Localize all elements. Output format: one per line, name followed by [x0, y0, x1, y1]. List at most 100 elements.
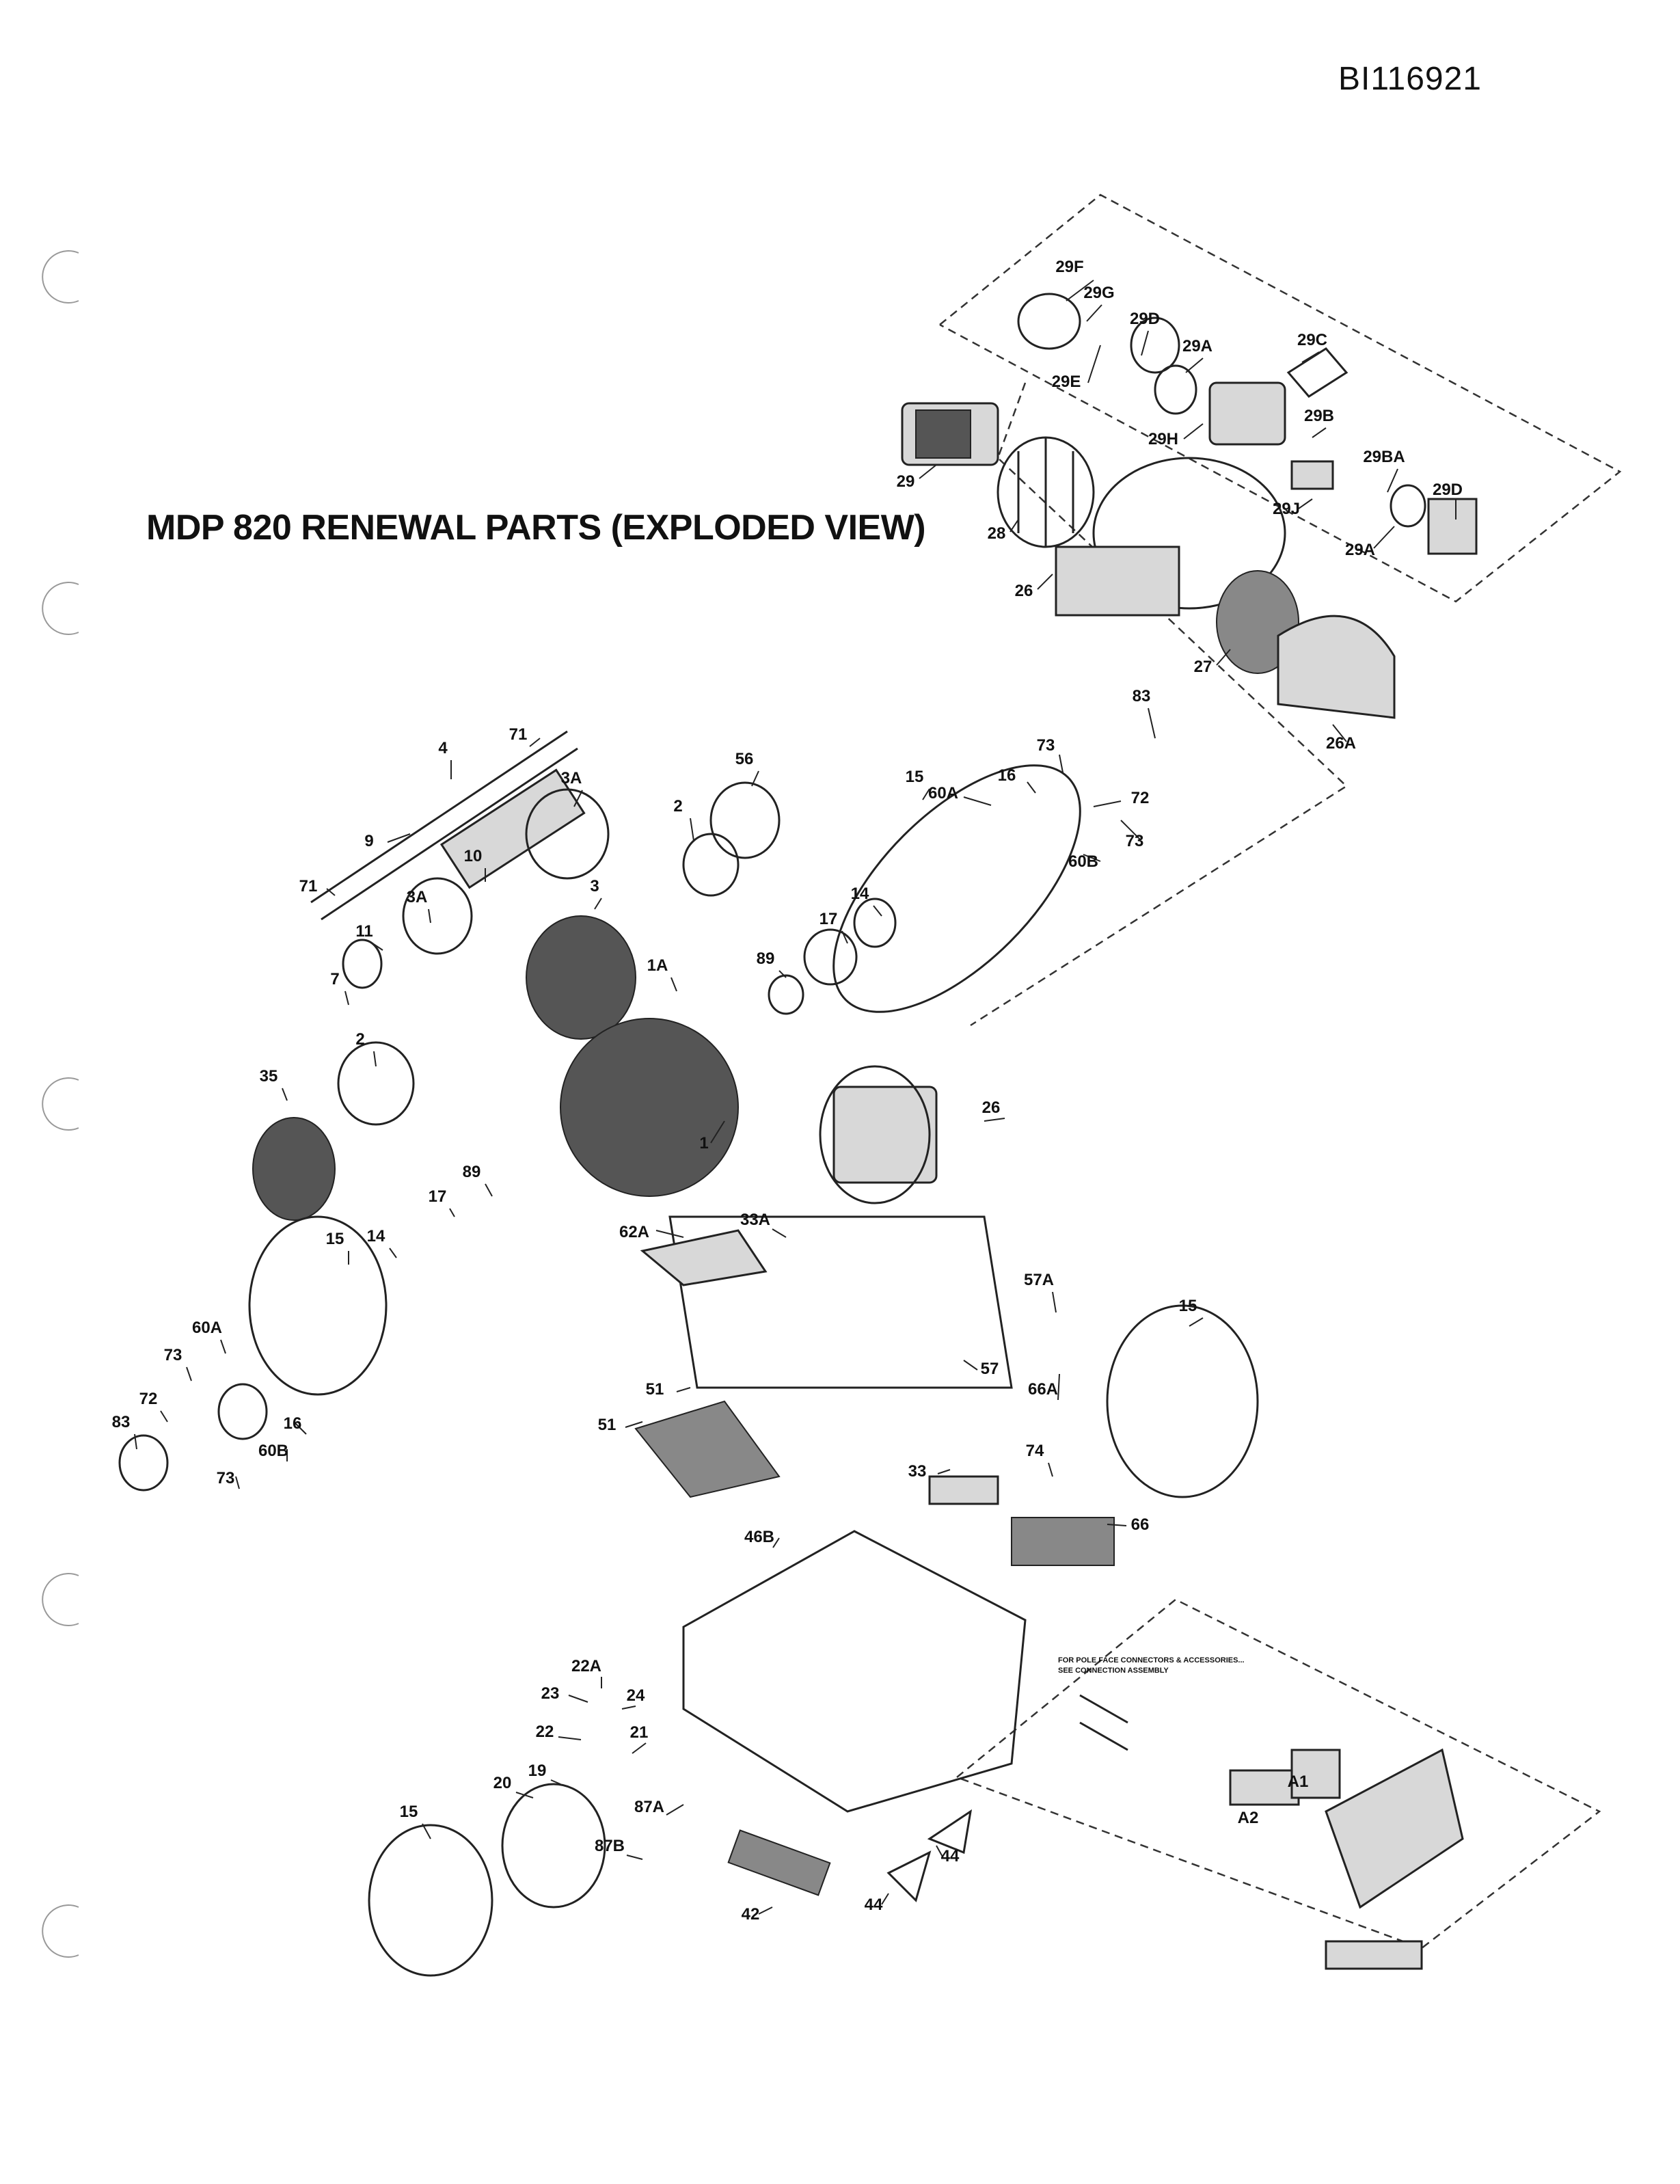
part-callout-74: 74	[1026, 1442, 1044, 1460]
callout-leader	[626, 1855, 643, 1860]
callout-leader	[1148, 707, 1156, 739]
part-callout-73: 73	[164, 1346, 182, 1364]
part-callout-15: 15	[326, 1230, 344, 1248]
part-callout-62a: 62A	[619, 1223, 649, 1241]
part-callout-73: 73	[1037, 736, 1055, 755]
callout-leader	[573, 790, 583, 807]
callout-leader	[758, 1906, 773, 1915]
callout-leader	[235, 1476, 240, 1489]
part-callout-44: 44	[865, 1896, 883, 1914]
part-callout-26a: 26A	[1326, 734, 1356, 753]
part-callout-44: 44	[941, 1847, 960, 1865]
part-callout-16: 16	[998, 766, 1016, 785]
document-id: BI116921	[1338, 61, 1482, 97]
frame-assembly	[118, 1065, 1259, 1977]
part-callout-51: 51	[598, 1416, 617, 1434]
part-callout-29a: 29A	[1182, 337, 1212, 355]
part-callout-29: 29	[897, 472, 915, 491]
part-callout-2: 2	[673, 797, 682, 815]
callout-leader	[186, 1366, 192, 1381]
part-callout-26: 26	[982, 1098, 1001, 1117]
callout-leader	[372, 943, 383, 951]
callout-leader	[1086, 304, 1102, 322]
part-callout-29ba: 29BA	[1363, 448, 1405, 466]
connection-note-line1: FOR POLE FACE CONNECTORS & ACCESSORIES..…	[1058, 1656, 1245, 1664]
callout-leader	[558, 1736, 582, 1740]
part-callout-73: 73	[1126, 832, 1144, 850]
callout-leader	[936, 1845, 944, 1859]
part-callout-3a: 3A	[561, 769, 582, 787]
part-callout-29h: 29H	[1148, 430, 1178, 448]
part-callout-23: 23	[541, 1684, 560, 1703]
page-title: MDP 820 RENEWAL PARTS (EXPLODED VIEW)	[146, 508, 926, 548]
part-callout-27: 27	[1194, 658, 1212, 676]
part-callout-17: 17	[429, 1187, 447, 1206]
part-callout-33: 33	[908, 1462, 927, 1481]
callout-leader	[160, 1410, 168, 1423]
part-callout-60b: 60B	[258, 1442, 288, 1460]
callout-leader	[1387, 468, 1398, 493]
callout-leader	[1066, 280, 1094, 301]
part-callout-46b: 46B	[744, 1528, 774, 1546]
part-callout-87a: 87A	[634, 1798, 664, 1816]
callout-leader	[134, 1433, 137, 1450]
part-callout-89: 89	[757, 949, 775, 968]
part-callout-15: 15	[1179, 1297, 1197, 1315]
part-callout-60a: 60A	[192, 1319, 222, 1337]
part-callout-24: 24	[627, 1686, 645, 1705]
callout-leader	[1301, 351, 1320, 363]
part-callout-66a: 66A	[1028, 1380, 1058, 1399]
part-callout-7: 7	[330, 970, 339, 988]
callout-leader	[1048, 1462, 1053, 1477]
part-callout-22a: 22A	[571, 1657, 601, 1675]
part-callout-66: 66	[1131, 1515, 1150, 1534]
callout-leader	[344, 990, 349, 1006]
part-callout-20: 20	[493, 1774, 512, 1792]
callout-leader	[881, 1893, 889, 1905]
part-callout-11: 11	[355, 922, 372, 941]
callout-leader	[690, 818, 694, 841]
callout-leader	[1057, 1373, 1060, 1401]
callout-leader	[422, 1823, 431, 1839]
part-callout-29j: 29J	[1273, 500, 1300, 518]
part-callout-4: 4	[438, 739, 448, 757]
callout-leader	[666, 1804, 684, 1816]
callout-leader	[676, 1387, 691, 1392]
blower-assembly	[901, 293, 1478, 719]
callout-leader	[655, 1230, 684, 1238]
part-callout-57: 57	[981, 1360, 999, 1378]
part-callout-29e: 29E	[1052, 373, 1081, 391]
callout-leader	[632, 1742, 647, 1754]
part-callout-71: 71	[509, 725, 528, 744]
callout-leader	[841, 930, 848, 944]
part-callout-1: 1	[699, 1134, 708, 1152]
part-callout-60b: 60B	[1068, 852, 1098, 871]
callout-leader	[1298, 498, 1313, 509]
part-callout-29g: 29G	[1083, 284, 1114, 302]
part-callout-a2: A2	[1238, 1809, 1259, 1827]
part-callout-83: 83	[1133, 687, 1151, 705]
part-callout-1a: 1A	[647, 956, 668, 975]
part-callout-28: 28	[988, 524, 1006, 543]
part-callout-57a: 57A	[1024, 1271, 1054, 1289]
part-callout-3a: 3A	[407, 888, 428, 906]
callout-leader	[387, 833, 411, 843]
callout-leader	[1037, 574, 1053, 590]
connection-note-line2: SEE CONNECTION ASSEMBLY	[1058, 1667, 1169, 1675]
part-callout-14: 14	[367, 1227, 385, 1245]
callout-leader	[550, 1779, 561, 1785]
part-callout-22: 22	[536, 1723, 554, 1741]
connection-assembly	[1079, 1694, 1464, 1970]
part-callout-26: 26	[1015, 582, 1033, 600]
callout-leader	[937, 1469, 951, 1474]
callout-leader	[515, 1792, 534, 1798]
callout-leader	[919, 464, 937, 479]
callout-leader	[449, 1208, 455, 1217]
callout-leader	[873, 905, 882, 917]
callout-leader	[670, 977, 677, 992]
rotor-assembly	[252, 730, 1081, 1221]
part-callout-21: 21	[630, 1723, 649, 1742]
part-callout-73: 73	[217, 1469, 235, 1487]
